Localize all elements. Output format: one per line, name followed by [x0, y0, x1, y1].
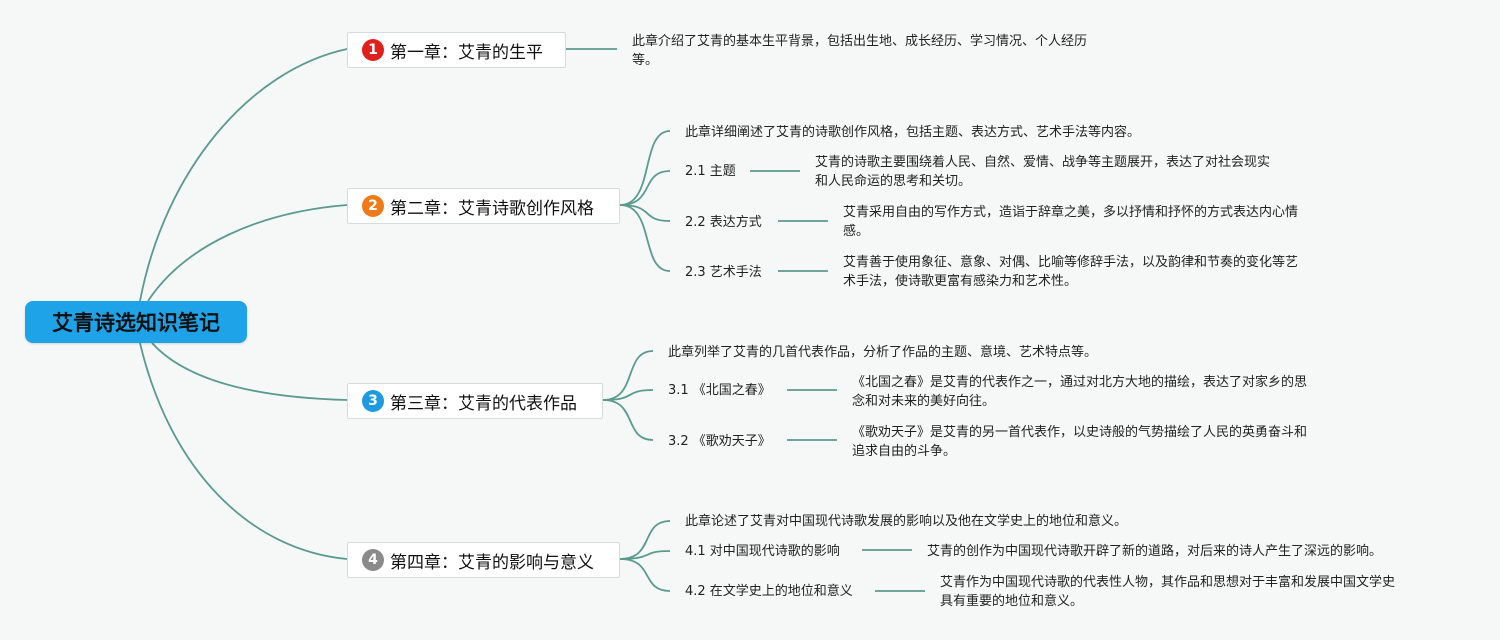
link-ch3-s2 — [602, 399, 654, 441]
link-root-chapter-4 — [139, 342, 348, 560]
chapter-1-node[interactable]: 1 第一章：艾青的生平 — [347, 32, 566, 68]
section-2-1-desc[interactable]: 艾青的诗歌主要围绕着人民、自然、爱情、战争等主题展开，表达了对社会现实和人民命运… — [815, 155, 1271, 189]
section-3-2-desc[interactable]: 《歌劝天子》是艾青的另一首代表作，以史诗般的气势描绘了人民的英勇奋斗和追求自由的… — [852, 425, 1308, 459]
section-2-3-desc[interactable]: 艾青善于使用象征、意象、对偶、比喻等修辞手法，以及韵律和节奏的变化等艺术手法，使… — [843, 255, 1299, 289]
chapter-2-node[interactable]: 2 第二章：艾青诗歌创作风格 — [347, 188, 620, 224]
chapter-3-title: 第三章：艾青的代表作品 — [390, 393, 577, 414]
link-ch2-s2 — [619, 204, 671, 222]
section-3-1-label[interactable]: 3.1 《北国之春》 — [668, 383, 771, 398]
section-4-2-label[interactable]: 4.2 在文学史上的地位和意义 — [685, 584, 853, 599]
link-ch4-s1 — [619, 550, 671, 560]
link-ch3-s1 — [602, 389, 654, 401]
link-ch2-s1 — [619, 170, 671, 206]
link-ch4-summary — [619, 520, 671, 560]
root-topic[interactable]: 艾青诗选知识笔记 — [25, 301, 247, 343]
badge-3-icon: 3 — [362, 390, 384, 412]
badge-2-icon: 2 — [362, 195, 384, 217]
chapter-1-title: 第一章：艾青的生平 — [390, 42, 543, 63]
link-root-chapter-3 — [151, 342, 348, 401]
chapter-1-summary[interactable]: 此章介绍了艾青的基本生平背景，包括出生地、成长经历、学习情况、个人经历等。 — [632, 34, 1088, 68]
link-root-chapter-1 — [139, 48, 348, 302]
section-3-1-desc[interactable]: 《北国之春》是艾青的代表作之一，通过对北方大地的描绘，表达了对家乡的思念和对未来… — [852, 375, 1308, 409]
link-root-chapter-2 — [147, 204, 348, 302]
section-4-1-desc[interactable]: 艾青的创作为中国现代诗歌开辟了新的道路，对后来的诗人产生了深远的影响。 — [927, 544, 1383, 559]
link-ch4-s2 — [619, 558, 671, 592]
chapter-3-summary[interactable]: 此章列举了艾青的几首代表作品，分析了作品的主题、意境、艺术特点等。 — [668, 345, 1098, 360]
chapter-2-title: 第二章：艾青诗歌创作风格 — [390, 198, 594, 219]
section-2-2-desc[interactable]: 艾青采用自由的写作方式，造诣于辞章之美，多以抒情和抒怀的方式表达内心情感。 — [843, 205, 1299, 239]
link-ch3-summary — [602, 350, 654, 401]
section-3-2-label[interactable]: 3.2 《歌劝天子》 — [668, 434, 771, 449]
link-ch2-s3 — [619, 204, 671, 272]
section-4-2-desc[interactable]: 艾青作为中国现代诗歌的代表性人物，其作品和思想对于丰富和发展中国文学史具有重要的… — [940, 575, 1396, 609]
section-2-1-label[interactable]: 2.1 主题 — [685, 164, 736, 179]
chapter-4-title: 第四章：艾青的影响与意义 — [390, 552, 594, 573]
section-2-2-label[interactable]: 2.2 表达方式 — [685, 215, 762, 230]
link-ch2-summary — [619, 130, 671, 206]
section-4-1-label[interactable]: 4.1 对中国现代诗歌的影响 — [685, 544, 840, 559]
chapter-2-summary[interactable]: 此章详细阐述了艾青的诗歌创作风格，包括主题、表达方式、艺术手法等内容。 — [685, 125, 1141, 140]
badge-4-icon: 4 — [362, 549, 384, 571]
chapter-4-node[interactable]: 4 第四章：艾青的影响与意义 — [347, 542, 620, 578]
chapter-4-summary[interactable]: 此章论述了艾青对中国现代诗歌发展的影响以及他在文学史上的地位和意义。 — [685, 514, 1128, 529]
badge-1-icon: 1 — [362, 39, 384, 61]
chapter-3-node[interactable]: 3 第三章：艾青的代表作品 — [347, 383, 603, 419]
section-2-3-label[interactable]: 2.3 艺术手法 — [685, 265, 762, 280]
